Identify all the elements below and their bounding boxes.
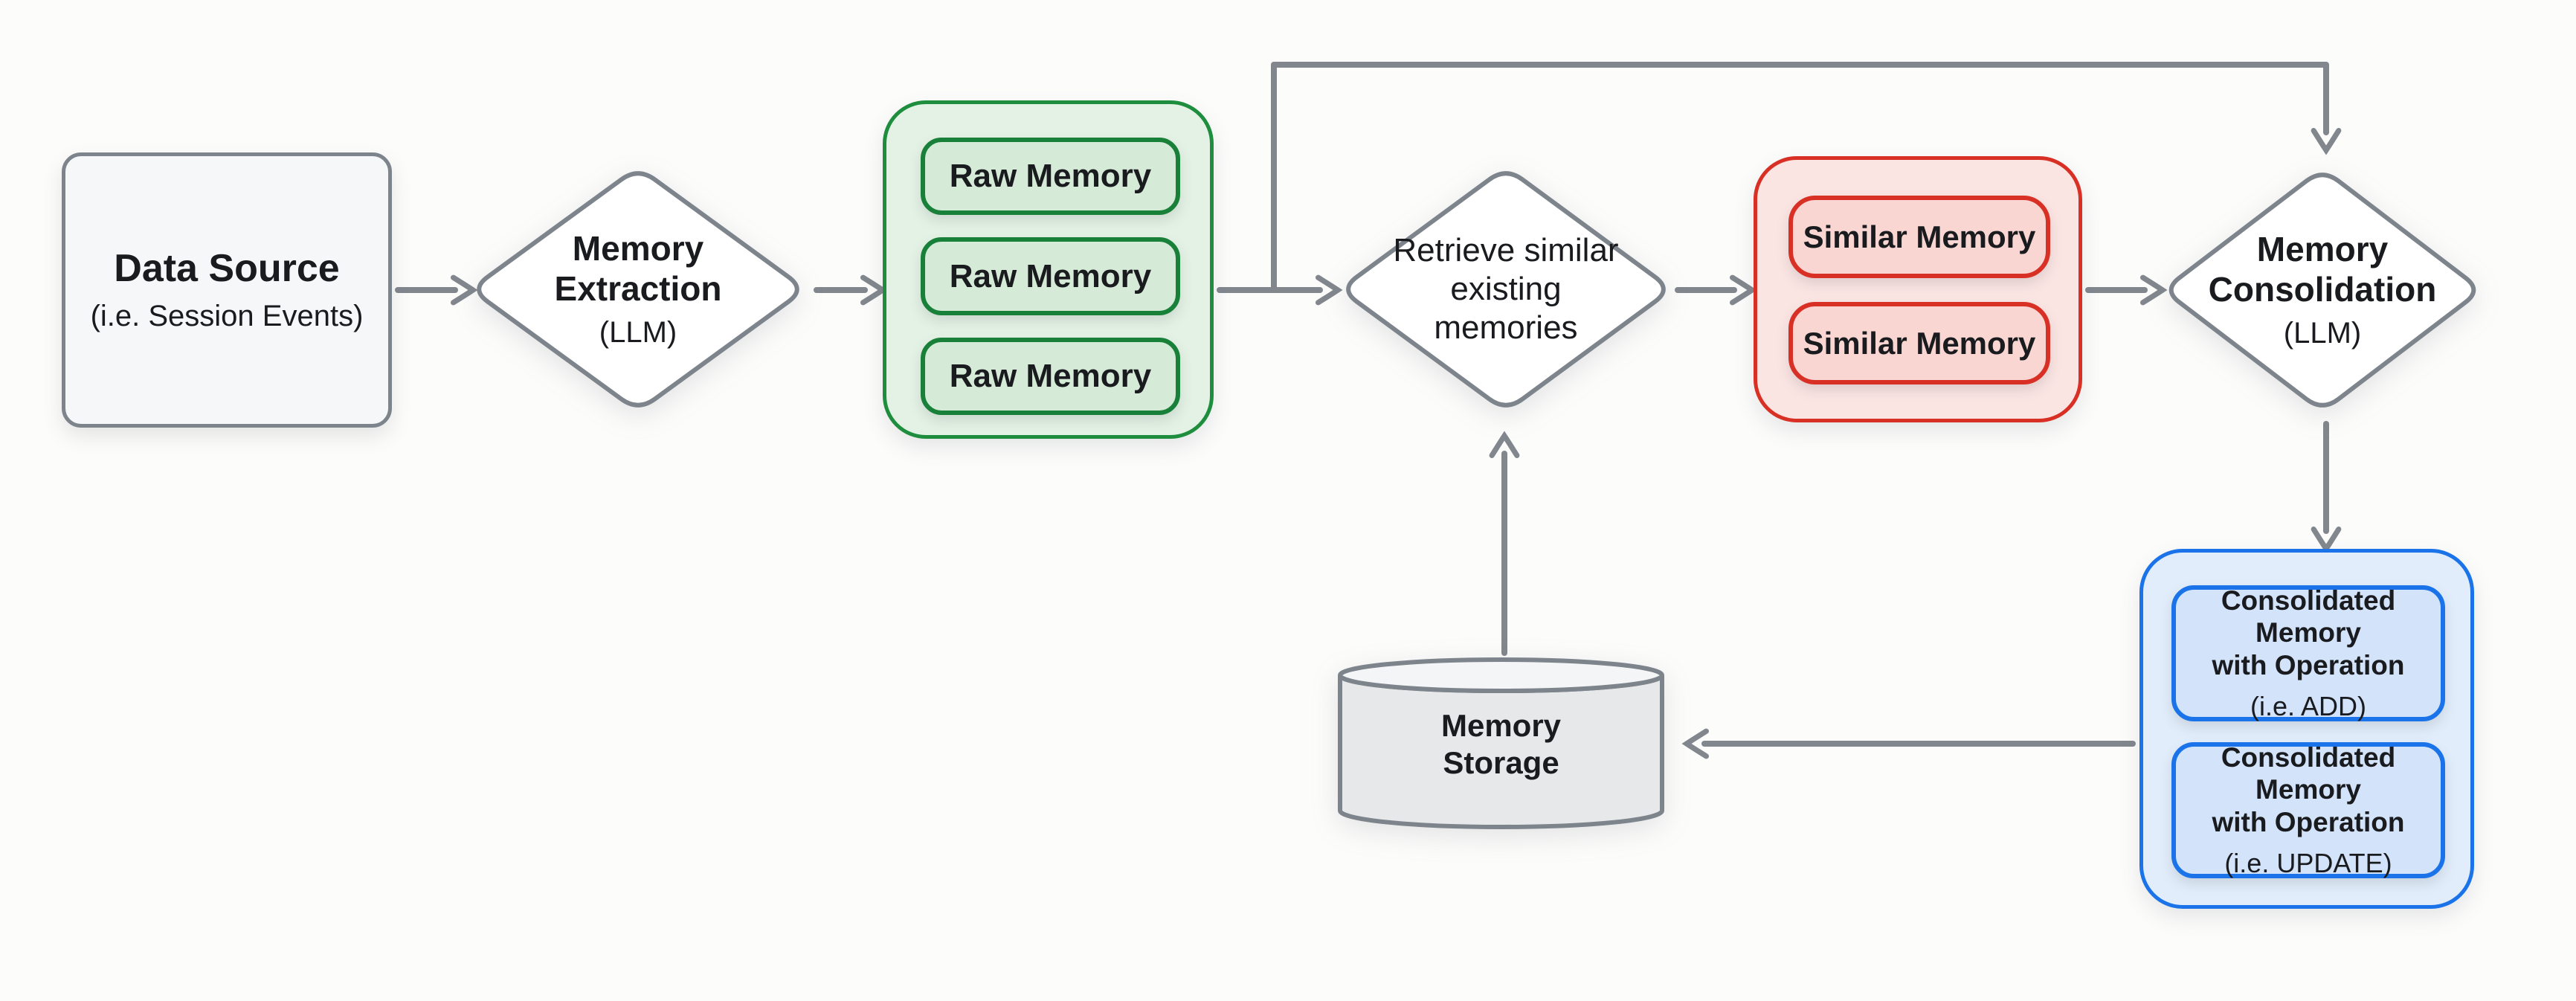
memory-storage-cylinder <box>1338 657 1664 829</box>
raw-memory-label: Raw Memory <box>949 357 1152 394</box>
raw-memory-label: Raw Memory <box>949 158 1152 195</box>
data-source-subtitle: (i.e. Session Events) <box>90 300 364 333</box>
raw-memory-box: Raw Memory <box>921 237 1180 315</box>
raw-memory-group: Raw Memory Raw Memory Raw Memory <box>883 100 1214 439</box>
retrieve-similar-diamond <box>1346 171 1666 408</box>
memory-consolidation-diamond <box>2168 173 2476 408</box>
data-source-title: Data Source <box>114 246 340 290</box>
similar-memory-group: Similar Memory Similar Memory <box>1754 156 2082 422</box>
consolidated-memory-box-add: Consolidated Memory with Operation (i.e.… <box>2171 585 2445 721</box>
raw-memory-label: Raw Memory <box>949 257 1152 294</box>
retrieve-similar-title: Retrieve similar existing memories <box>1393 232 1619 346</box>
memory-extraction-diamond <box>477 171 799 408</box>
consolidated-memory-operation: (i.e. ADD) <box>2250 690 2367 721</box>
consolidated-memory-operation: (i.e. UPDATE) <box>2224 847 2392 878</box>
similar-memory-box: Similar Memory <box>1788 196 2050 278</box>
memory-extraction-title: Memory Extraction <box>554 229 722 309</box>
memory-extraction-subtitle: (LLM) <box>599 315 677 349</box>
consolidated-memory-title: Consolidated Memory with Operation <box>2212 741 2405 838</box>
data-source-node <box>62 152 392 428</box>
raw-memory-box: Raw Memory <box>921 337 1180 415</box>
consolidated-memory-box-update: Consolidated Memory with Operation (i.e.… <box>2171 742 2445 878</box>
memory-consolidation-title: Memory Consolidation <box>2208 230 2437 309</box>
raw-memory-box: Raw Memory <box>921 138 1180 216</box>
memory-storage-label: Memory Storage <box>1440 707 1562 780</box>
similar-memory-label: Similar Memory <box>1803 219 2036 254</box>
arrow-rawmemory-to-consolidation-feedback <box>1271 62 2342 293</box>
consolidated-memory-group: Consolidated Memory with Operation (i.e.… <box>2139 549 2474 909</box>
similar-memory-label: Similar Memory <box>1803 325 2036 361</box>
consolidated-memory-title: Consolidated Memory with Operation <box>2212 585 2405 681</box>
similar-memory-box: Similar Memory <box>1788 302 2050 384</box>
memory-consolidation-subtitle: (LLM) <box>2283 316 2362 350</box>
